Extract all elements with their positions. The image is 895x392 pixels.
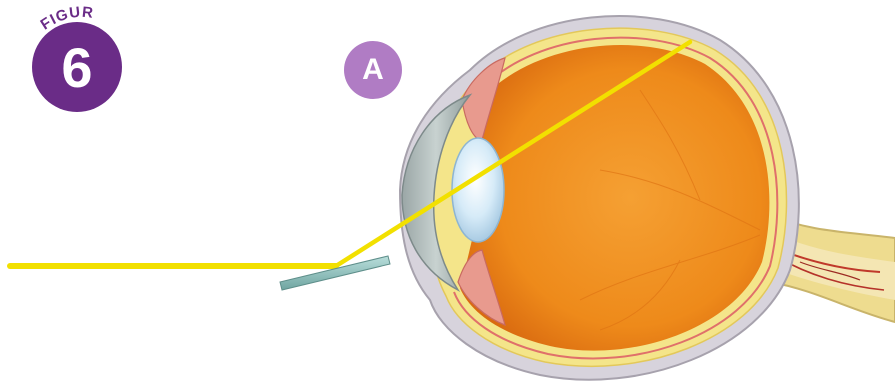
mirror (280, 256, 390, 290)
